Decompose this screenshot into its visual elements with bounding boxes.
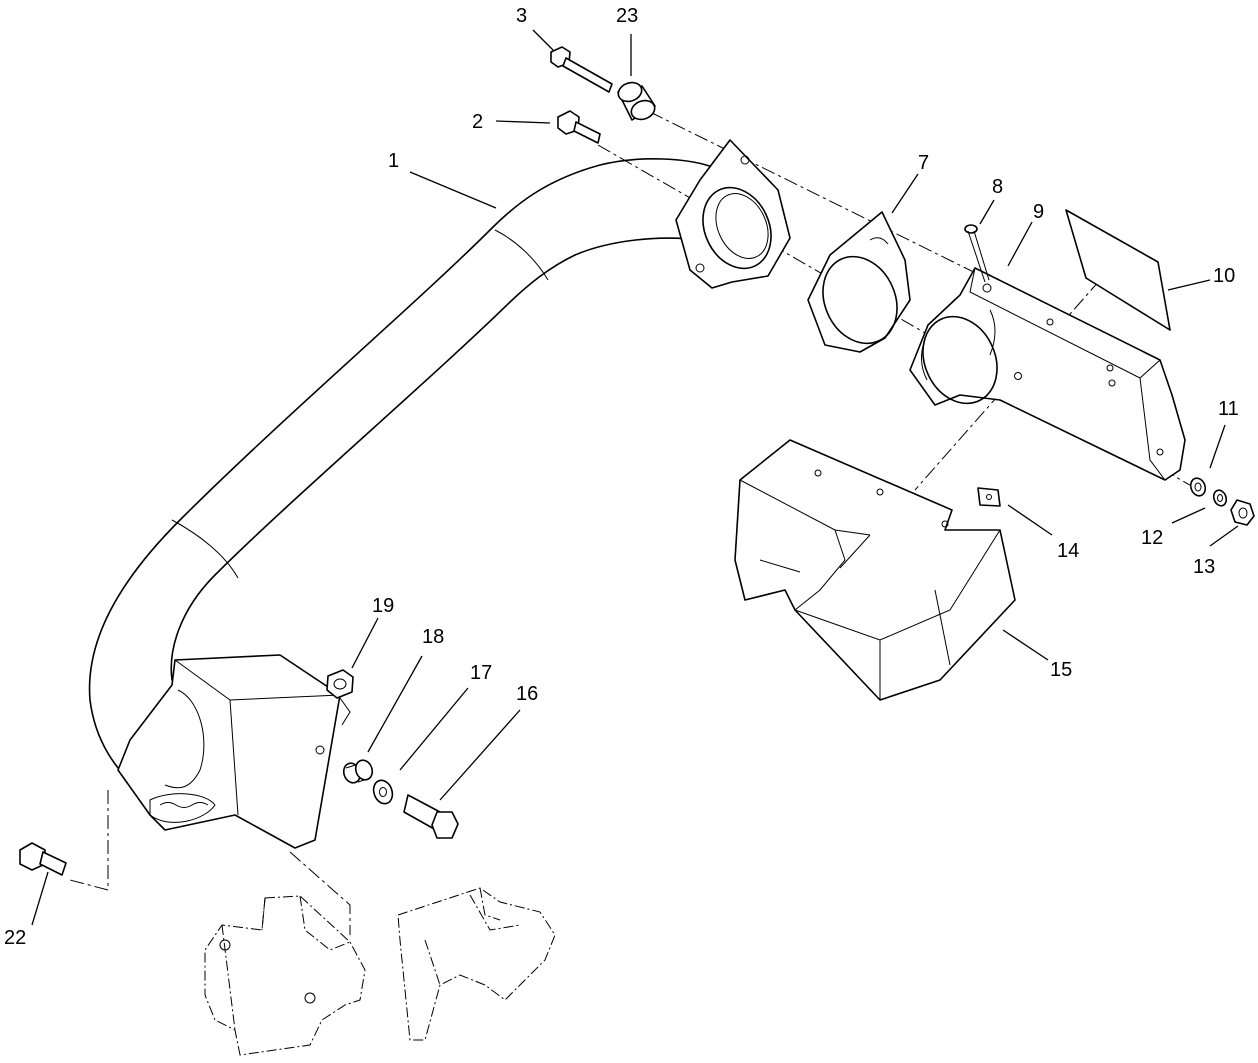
- callout-7: 7: [918, 152, 929, 174]
- muffler-bracket: [909, 267, 1186, 481]
- callout-12: 12: [1141, 527, 1163, 549]
- spacer-part-18: [342, 759, 374, 784]
- callout-11: 11: [1218, 398, 1239, 420]
- lower-pipe-bracket: [117, 654, 341, 849]
- callout-labels: 1 2 3 7 8 9 10 11 12 13 14 15 16 17 18 1…: [4, 5, 1239, 949]
- nut-part-13: [1230, 499, 1255, 526]
- callout-19: 19: [372, 595, 394, 617]
- callout-9: 9: [1033, 201, 1044, 223]
- callout-17: 17: [470, 662, 492, 684]
- leader-lines: [31, 29, 1239, 926]
- phantom-frame-right: [397, 887, 556, 1041]
- bolt-part-2: [557, 110, 601, 144]
- callout-18: 18: [422, 626, 444, 648]
- callout-22: 22: [4, 927, 26, 949]
- bolt-part-3: [550, 46, 613, 93]
- washer-part-11: [1189, 477, 1207, 497]
- callout-23: 23: [616, 5, 638, 27]
- callout-15: 15: [1050, 659, 1072, 681]
- nut-part-19: [326, 669, 354, 726]
- exhaust-pipe: [88, 158, 716, 791]
- callout-10: 10: [1213, 265, 1235, 287]
- bolt-part-22: [19, 842, 67, 876]
- callout-3: 3: [516, 5, 527, 27]
- callout-16: 16: [516, 683, 538, 705]
- callout-1: 1: [388, 150, 399, 172]
- bolt-part-16: [403, 794, 459, 839]
- callout-13: 13: [1193, 556, 1215, 578]
- callout-2: 2: [472, 111, 483, 133]
- decal-plate: [1065, 209, 1171, 331]
- pipe-flange: [675, 139, 791, 289]
- screw-part-8: [964, 224, 990, 283]
- clip-part-14: [977, 487, 1001, 507]
- lockwasher-part-12: [1212, 489, 1228, 507]
- callout-8: 8: [992, 176, 1003, 198]
- muffler: [734, 439, 1016, 701]
- phantom-frame-left: [204, 895, 366, 1056]
- spacer-part-23: [617, 81, 656, 121]
- callout-14: 14: [1057, 540, 1079, 562]
- washer-part-17: [372, 779, 394, 805]
- gasket: [807, 211, 911, 353]
